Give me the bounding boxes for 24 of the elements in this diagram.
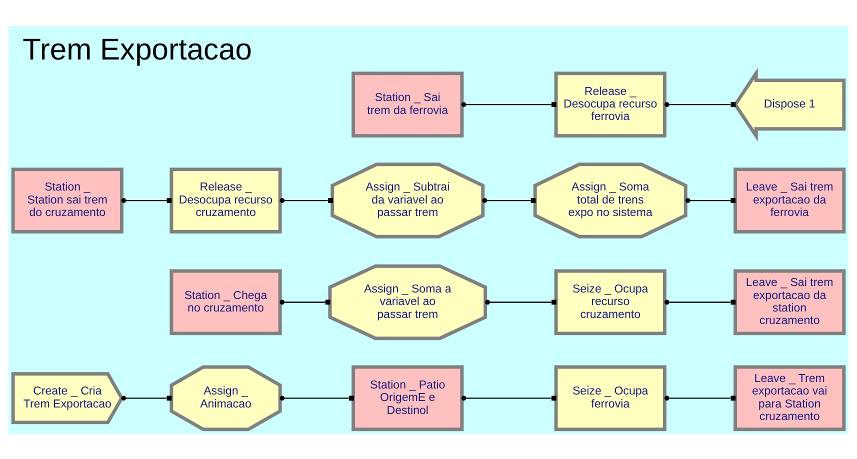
node-box: Release _ Desocupa recurso cruzamento [170,167,282,233]
connector [664,102,736,107]
node-box: Station _ Sai trem da ferrovia [352,71,464,138]
connector [482,198,536,202]
node-box: Station _ Patio OrigemE e Destinol [352,364,464,431]
node-box: Seize _ Ocupa recurso cruzamento [554,268,666,335]
connector [280,198,333,202]
connector [121,198,172,202]
node-box: Station _ Station sai trem do cruzamento [11,167,124,233]
connector [280,299,330,304]
node-box: Leave _ Trem exportacao vai para Station cruzamento [734,364,846,431]
connector [461,102,556,107]
connector [685,198,736,202]
node-box: Release _ Desocupa recurso ferrovia [554,71,666,138]
diagram-title: Trem Exportacao [22,32,252,66]
connector [280,395,354,400]
connector [461,395,556,400]
node-box: Seize _ Ocupa ferrovia [554,364,666,431]
connector [485,299,556,304]
node-box: Leave _ Sai trem exportacao da station cruzamento [734,268,846,335]
connector [664,395,736,400]
node-box: Station _ Chega no cruzamento [170,268,282,335]
connector [121,395,172,400]
node-box: Leave _ Sai trem exportacao da ferrovia [734,167,846,233]
